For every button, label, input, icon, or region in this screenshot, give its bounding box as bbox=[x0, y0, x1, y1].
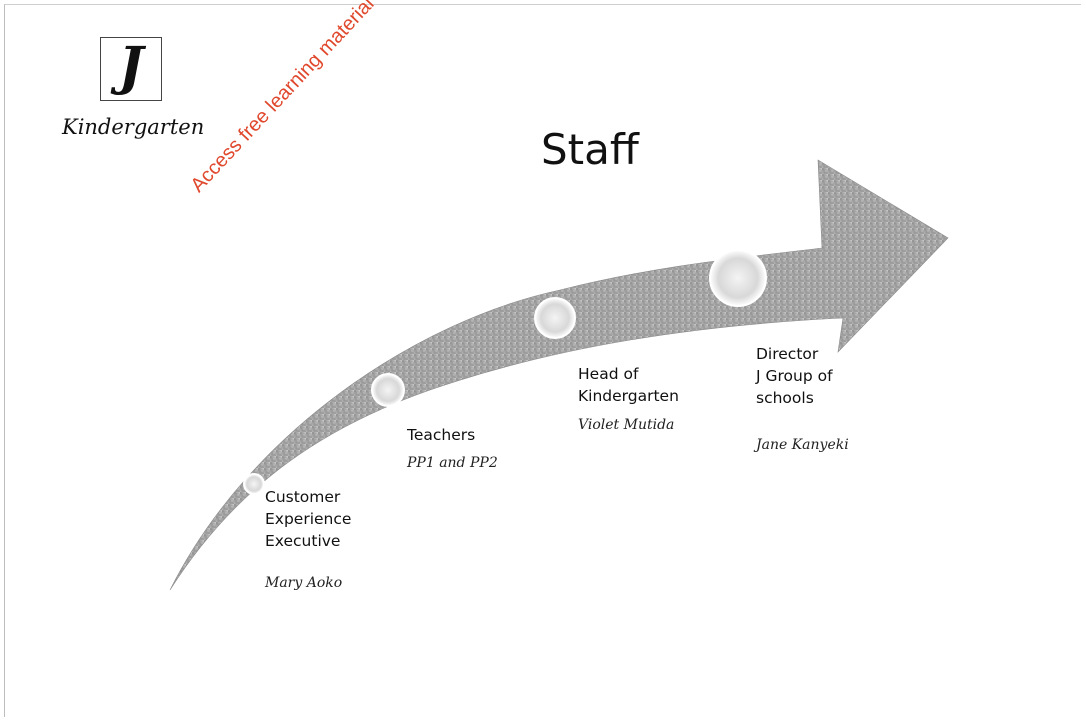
stage-marker-4 bbox=[709, 249, 767, 307]
stage-marker-1 bbox=[243, 473, 265, 495]
stage-2-person: PP1 and PP2 bbox=[407, 455, 498, 471]
stage-4-person: Jane Kanyeki bbox=[756, 437, 849, 453]
logo-letter: J bbox=[118, 36, 144, 97]
slide-frame bbox=[4, 4, 1081, 717]
stage-2-role: Teachers bbox=[407, 424, 475, 446]
stage-3-role-line-1: Head of bbox=[578, 365, 639, 383]
stage-marker-2 bbox=[371, 373, 405, 407]
stage-marker-3 bbox=[534, 297, 576, 339]
logo-box bbox=[100, 37, 162, 101]
stage-1-role-line-2: Experience bbox=[265, 510, 352, 528]
stage-1-role: Customer Experience Executive bbox=[265, 486, 351, 552]
stage-3-role-line-2: Kindergarten bbox=[578, 387, 679, 405]
stage-1-role-line-1: Customer bbox=[265, 488, 341, 506]
slide-title: Staff bbox=[541, 125, 639, 174]
stage-2-role-line-1: Teachers bbox=[407, 426, 476, 444]
stage-1-person: Mary Aoko bbox=[265, 575, 343, 591]
stage-4-role-line-1: Director bbox=[756, 345, 819, 363]
stage-3-role: Head of Kindergarten bbox=[578, 363, 679, 407]
stage-4-role-line-3: schools bbox=[756, 389, 814, 407]
stage-3-person: Violet Mutida bbox=[578, 417, 675, 433]
stage-4-role-line-2: J Group of bbox=[756, 367, 833, 385]
stage-1-role-line-3: Executive bbox=[265, 532, 341, 550]
logo-caption: Kindergarten bbox=[62, 115, 205, 139]
stage-4-role: Director J Group of schools bbox=[756, 343, 833, 409]
